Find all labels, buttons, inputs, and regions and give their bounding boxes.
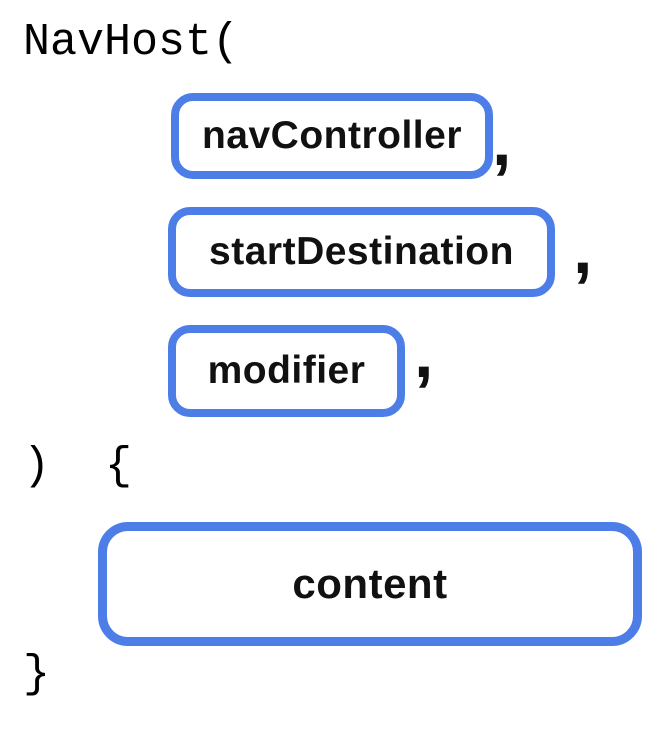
param-badge-navcontroller: navController [171, 93, 493, 179]
lambda-label-content: content [292, 560, 448, 607]
param-label-navcontroller: navController [201, 114, 463, 157]
comma-after-startdestination: , [573, 210, 593, 288]
lambda-badge-content: content [98, 522, 642, 646]
code-token-close-paren-open-brace: ) { [23, 441, 133, 492]
param-label-modifier: modifier [207, 349, 366, 392]
code-token-navhost-open-paren: NavHost( [23, 17, 240, 68]
comma-after-modifier: , [414, 314, 434, 392]
comma-after-navcontroller: , [492, 102, 512, 180]
param-label-startdestination: startDestination [209, 230, 514, 273]
param-badge-startdestination: startDestination [168, 207, 555, 297]
param-badge-modifier: modifier [168, 325, 405, 417]
code-token-close-brace: } [23, 649, 51, 700]
